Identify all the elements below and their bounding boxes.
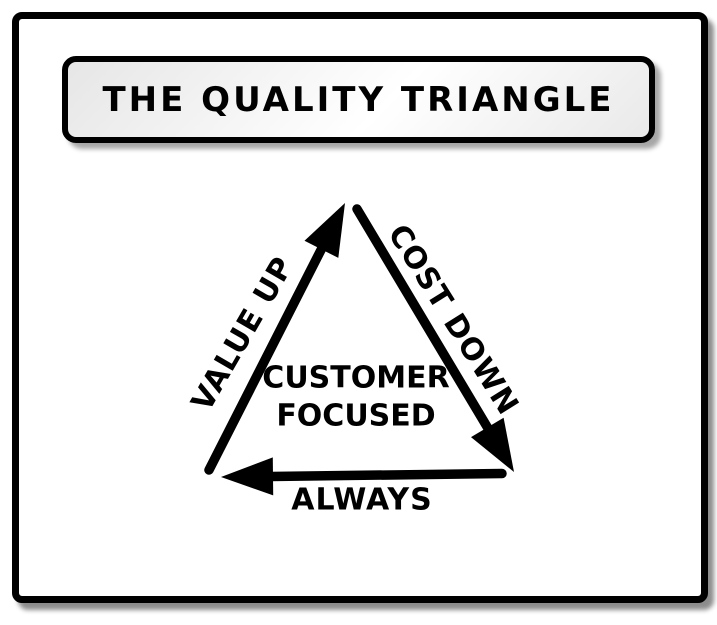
customer-focused-line2: FOCUSED <box>276 398 436 433</box>
always-label: ALWAYS <box>291 482 433 518</box>
always-arrow <box>221 457 507 496</box>
title-box: THE QUALITY TRIANGLE <box>62 56 655 143</box>
cost-down-arrow <box>352 204 514 472</box>
value-up-arrow <box>204 203 345 475</box>
customer-focused-line1: CUSTOMER <box>262 360 450 396</box>
cost-down-arrowhead-icon <box>471 417 514 472</box>
value-up-arrowhead-icon <box>304 203 345 258</box>
always-arrowhead-icon <box>221 457 274 496</box>
page-title: THE QUALITY TRIANGLE <box>102 79 615 120</box>
customer-focused-label: CUSTOMER FOCUSED <box>262 360 449 435</box>
